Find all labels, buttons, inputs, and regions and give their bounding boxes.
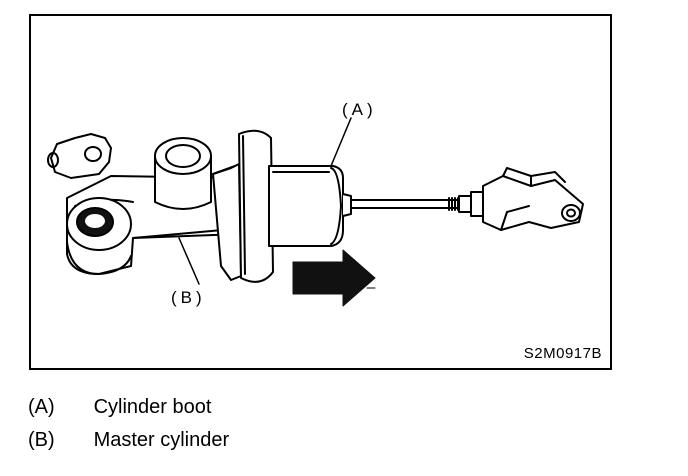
legend-text: Cylinder boot (93, 396, 212, 418)
legend-key: (B) (28, 429, 55, 451)
legend-item: (B) Master cylinder (28, 429, 229, 452)
cylinder-boot (268, 165, 352, 247)
fluid-port (154, 137, 212, 210)
push-rod (350, 191, 484, 217)
leader-a (330, 117, 352, 167)
callout-a: (A) (342, 100, 377, 119)
figure-code: S2M0917B (523, 345, 602, 362)
callout-b: (B) (171, 288, 206, 307)
direction-arrow (292, 249, 376, 307)
master-cylinder-illustration (47, 117, 584, 307)
clevis (482, 167, 584, 231)
mounting-bore (66, 197, 132, 275)
leader-b (178, 237, 200, 285)
legend-item: (A) Cylinder boot (28, 396, 211, 419)
legend-text: Master cylinder (93, 429, 230, 451)
legend-key: (A) (28, 396, 55, 418)
flange-plate (212, 129, 274, 283)
mounting-ear (47, 133, 112, 179)
figure-frame: (A) (B) S2M0917B (29, 14, 612, 370)
